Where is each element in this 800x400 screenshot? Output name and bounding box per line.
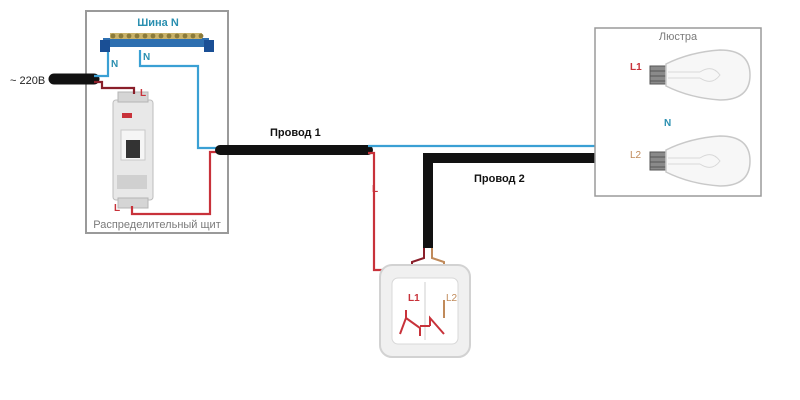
bus-screw bbox=[134, 33, 140, 39]
phase-breaker-out-wire bbox=[130, 150, 220, 216]
chandelier-title: Люстра bbox=[659, 31, 698, 43]
neutral-bus-label: Шина N bbox=[137, 17, 179, 29]
cable-1-phase-label: L bbox=[372, 184, 378, 195]
phase-label-top: L bbox=[140, 88, 146, 99]
bus-screw bbox=[150, 33, 156, 39]
neutral-label-load: N bbox=[143, 52, 150, 63]
light-bulb-2 bbox=[649, 135, 751, 187]
phase-supply-wire bbox=[94, 80, 136, 94]
cable-2 bbox=[423, 153, 606, 248]
bus-screw bbox=[174, 33, 180, 39]
cable-1-label: Провод 1 bbox=[270, 127, 321, 139]
neutral-label-supply: N bbox=[111, 59, 118, 70]
chandelier-l1-label: L1 bbox=[630, 62, 642, 73]
phase-label-bottom: L bbox=[114, 203, 120, 214]
switch-l1-label: L1 bbox=[408, 293, 420, 304]
cable-2-label: Провод 2 bbox=[474, 173, 525, 185]
bus-screw bbox=[158, 33, 164, 39]
neutral-load-wire bbox=[138, 50, 220, 150]
chandelier-n-label: N bbox=[664, 118, 671, 129]
bus-screw bbox=[182, 33, 188, 39]
bus-screw bbox=[142, 33, 148, 39]
bus-screw bbox=[198, 33, 204, 39]
distribution-panel-title: Распределительный щит bbox=[93, 219, 221, 231]
circuit-breaker bbox=[112, 91, 154, 209]
bus-screw bbox=[126, 33, 132, 39]
chandelier-l2-label: L2 bbox=[630, 150, 642, 161]
light-bulb-1 bbox=[649, 49, 751, 101]
supply-voltage-label: ~ 220В bbox=[10, 75, 45, 87]
bus-screw bbox=[166, 33, 172, 39]
two-gang-switch bbox=[379, 264, 471, 358]
neutral-supply-wire bbox=[94, 52, 110, 78]
switch-l2-label: L2 bbox=[446, 293, 458, 304]
bus-screw bbox=[110, 33, 116, 39]
bus-screw bbox=[190, 33, 196, 39]
neutral-bus-bar bbox=[100, 33, 214, 52]
bus-screw bbox=[118, 33, 124, 39]
